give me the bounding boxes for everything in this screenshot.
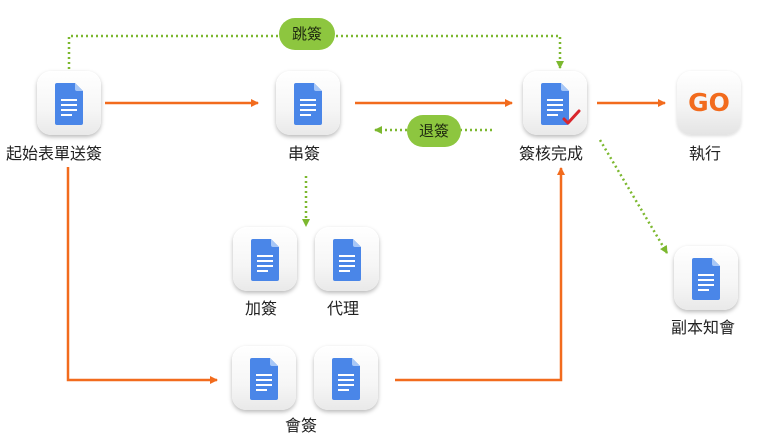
complete-node-tile (523, 71, 587, 135)
countersign-node-label: 會簽 (285, 416, 318, 435)
execute-node-tile: GO (677, 71, 741, 135)
arrow-complete-to-cc (598, 139, 669, 254)
add-node-tile (233, 227, 297, 291)
skip-label: 跳簽 (291, 25, 322, 43)
document-check-icon (541, 83, 581, 125)
serial-node-label: 串簽 (288, 144, 321, 163)
document-icon (55, 83, 83, 125)
arrow-start-to-countersign (66, 167, 218, 384)
document-icon (692, 258, 720, 300)
start-node-tile (37, 71, 101, 135)
execute-node-label: 執行 (689, 144, 722, 163)
skip-pill: 跳簽 (279, 18, 335, 50)
arrow-skip (67, 34, 564, 69)
cc-node-tile (674, 246, 738, 310)
start-node-label: 起始表單送簽 (6, 144, 103, 163)
countersign-node-tile-2 (314, 346, 378, 410)
return-label: 退簽 (418, 122, 449, 140)
document-icon (332, 358, 360, 400)
document-icon (251, 239, 279, 281)
cc-node-label: 副本知會 (671, 318, 736, 337)
proxy-node-tile (315, 227, 379, 291)
return-pill: 退簽 (407, 115, 461, 147)
arrow-countersign-to-complete (395, 167, 565, 382)
document-icon (294, 83, 322, 125)
go-icon: GO (688, 88, 730, 117)
complete-node-label: 簽核完成 (519, 144, 584, 163)
document-icon (333, 239, 361, 281)
document-icon (250, 358, 278, 400)
countersign-node-tile (232, 346, 296, 410)
add-node-label: 加簽 (245, 299, 278, 318)
proxy-node-label: 代理 (327, 299, 360, 318)
serial-node-tile (276, 71, 340, 135)
